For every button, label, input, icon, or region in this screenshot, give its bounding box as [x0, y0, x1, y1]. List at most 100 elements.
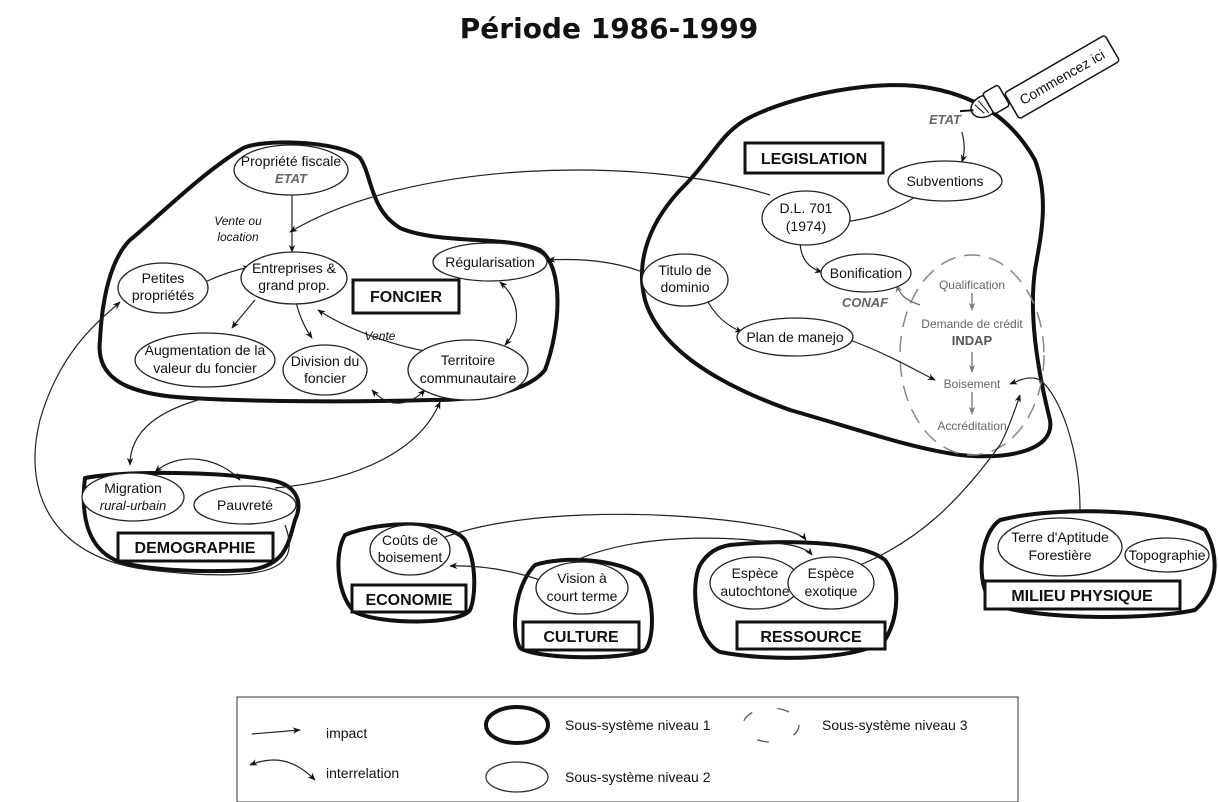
node-division-shape: [282, 344, 368, 396]
ressource-subsystem-outline: [693, 540, 899, 660]
arrow-subventions-to-dl701: [839, 196, 916, 225]
node-plan: Plan de manejo: [746, 329, 844, 345]
node-bonification-shape: [820, 253, 912, 293]
node-migration-shape: [81, 472, 185, 522]
node-migration-sub: rural-urbain: [100, 498, 166, 513]
start-tag: [1004, 35, 1120, 119]
node-migration: Migration: [104, 480, 162, 496]
node-augmentation-line1: Augmentation de la: [145, 342, 266, 358]
l3-boisement: Boisement: [944, 377, 1001, 391]
node-regularisation-shape: [432, 242, 548, 282]
node-division-line1: Division du: [291, 353, 359, 369]
node-petites-line1: Petites: [142, 270, 185, 286]
arrow-pauvrete-to-territoire: [274, 401, 441, 489]
milieu-label: MILIEU PHYSIQUE: [1011, 588, 1153, 605]
legend-niveau1-label: Sous-système niveau 1: [565, 717, 711, 733]
node-entreprises-line1: Entreprises &: [252, 260, 337, 276]
arrow-plan-to-boisement: [849, 339, 936, 381]
node-topographie: Topographie: [1128, 547, 1205, 563]
edge-label-vente: Vente: [365, 329, 396, 343]
start-marker: Commencez ici: [959, 35, 1120, 119]
economie-label: ECONOMIE: [365, 592, 452, 609]
start-label: Commencez ici: [1017, 46, 1108, 108]
legend-interrelation-arrow: [249, 759, 316, 781]
diagram-title: Période 1986-1999: [460, 12, 758, 45]
node-petites-line2: propriétés: [132, 287, 194, 303]
arrow-entreprises-to-augmentation: [231, 299, 256, 329]
milieu-label-box: [983, 579, 1182, 611]
node-territoire-shape: [407, 339, 529, 401]
culture-subsystem-outline: [513, 557, 654, 660]
arrow-titulo-to-plan: [704, 296, 743, 333]
ressource-label-box: [735, 620, 887, 651]
actor-etat-legislation: ETAT: [929, 112, 962, 127]
interrelation-regularisation-titulo: [547, 256, 651, 276]
economie-subsystem-outline: [336, 522, 477, 624]
edge-label-vente-location-2: location: [217, 230, 259, 244]
legend-interrelation-label: interrelation: [326, 765, 399, 781]
node-territoire-line1: Territoire: [441, 352, 496, 368]
node-exotique-shape: [787, 556, 875, 610]
pointing-hand-icon: [959, 84, 1010, 119]
node-augmentation-shape: [134, 332, 276, 388]
legend-niveau3-shape: [742, 707, 800, 743]
legend-niveau1-shape: [484, 705, 550, 745]
node-titulo-line2: dominio: [660, 279, 709, 295]
node-propriete-fiscale: Propriété fiscale: [241, 153, 342, 169]
arrow-qualification-to-bonification: [896, 284, 921, 306]
l3-accreditation: Accréditation: [937, 419, 1006, 433]
node-terre-line2: Forestière: [1028, 547, 1091, 563]
arrow-exotique-to-boisement: [859, 394, 1021, 566]
node-topographie-shape: [1124, 537, 1210, 573]
node-vision-line1: Vision à: [557, 570, 607, 586]
arrow-augmentation-to-migration: [126, 397, 206, 466]
l3-demande-credit: Demande de crédit: [921, 317, 1023, 331]
node-subventions-shape: [887, 160, 1003, 202]
level3-subsystem-outline: [899, 254, 1045, 456]
l3-indap: INDAP: [952, 333, 993, 348]
node-plan-shape: [736, 317, 854, 357]
culture-label: CULTURE: [543, 629, 619, 646]
node-autochtone-line1: Espèce: [732, 565, 779, 581]
node-terre-line1: Terre d'Aptitude: [1011, 529, 1109, 545]
legend-niveau2-label: Sous-système niveau 2: [565, 769, 711, 785]
arrow-pauvrete-to-petites: [34, 301, 290, 576]
interrelation-division-territoire: [371, 389, 426, 404]
legislation-label: LEGISLATION: [761, 151, 867, 168]
arrow-couts-to-exotique: [444, 513, 807, 541]
node-entreprises-line2: grand prop.: [258, 277, 330, 293]
node-vision-line2: court terme: [547, 588, 618, 604]
legend-niveau3-label: Sous-système niveau 3: [822, 717, 968, 733]
node-entreprises-shape: [240, 251, 348, 305]
node-couts-line2: boisement: [378, 549, 443, 565]
arrow-vision-to-exotique: [559, 537, 813, 571]
node-vision-shape: [535, 561, 629, 615]
edge-label-vente-location-1: Vente ou: [214, 214, 262, 228]
node-division-line2: foncier: [304, 370, 346, 386]
node-couts-line1: Coûts de: [382, 532, 438, 548]
economie-label-box: [350, 583, 468, 614]
demographie-label: DEMOGRAPHIE: [135, 540, 256, 557]
node-dl701-line1: D.L. 701: [780, 200, 833, 216]
legislation-label-box: [743, 141, 885, 175]
legend: impact interrelation Sous-système niveau…: [236, 696, 1019, 802]
actor-etat-foncier: ETAT: [275, 171, 308, 186]
legend-impact-label: impact: [326, 725, 367, 741]
node-territoire-line2: communautaire: [420, 370, 517, 386]
node-exotique-line1: Espèce: [808, 565, 855, 581]
node-titulo-shape: [641, 253, 729, 307]
node-exotique-line2: exotique: [805, 583, 858, 599]
node-pauvrete-shape: [193, 485, 297, 525]
l3-qualification: Qualification: [939, 278, 1005, 292]
node-dl701-shape: [761, 190, 851, 246]
legend-box: [236, 696, 1019, 802]
legend-niveau2-shape: [485, 761, 549, 793]
arrow-dl701-to-entreprises: [289, 169, 771, 233]
node-autochtone-line2: autochtone: [720, 583, 789, 599]
ressource-label: RESSOURCE: [760, 629, 862, 646]
interrelation-migration-pauvrete: [154, 458, 241, 481]
node-regularisation: Régularisation: [445, 254, 535, 270]
node-bonification: Bonification: [830, 265, 902, 281]
foncier-label: FONCIER: [370, 289, 442, 306]
